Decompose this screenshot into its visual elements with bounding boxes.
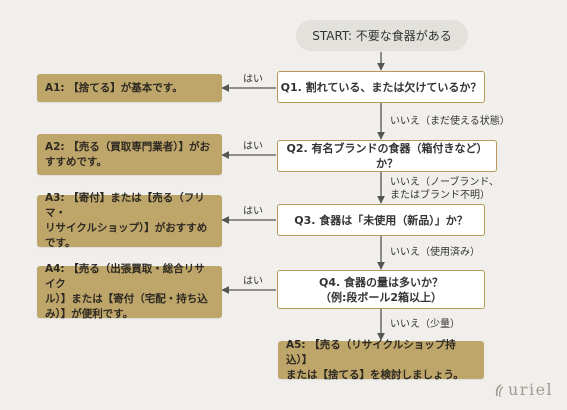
question-q1-text: Q1. 割れている、または欠けているか？ <box>280 80 482 94</box>
yes-label-q3: はい <box>243 206 263 217</box>
no-label-q3: いいえ（使用済み） <box>390 247 480 258</box>
answer-a2: A2: 【売る（買取専門業者）】がお すすめです。 <box>37 134 222 175</box>
question-q3: Q3. 食器は「未使用（新品）」か？ <box>277 204 485 236</box>
uriel-logo: uriel <box>494 380 553 399</box>
question-q1: Q1. 割れている、または欠けているか？ <box>277 71 485 103</box>
question-q2: Q2. 有名ブランドの食器（箱付きなど）か？ <box>277 140 497 172</box>
question-q4: Q4. 食器の量は多いか？ （例:段ボール2箱以上） <box>277 270 485 309</box>
no-label-q2: いいえ（ノーブランド、 またはブランド不明） <box>390 177 499 201</box>
answer-a2-text: A2: 【売る（買取専門業者）】がお すすめです。 <box>45 140 211 168</box>
answer-a1-text: A1: 【捨てる】が基本です。 <box>45 81 183 94</box>
start-node: START: 不要な食器がある <box>296 20 468 51</box>
yes-label-q4: はい <box>243 276 263 287</box>
yes-label-q2: はい <box>243 141 263 152</box>
answer-a3: A3: 【寄付】または【売る（フリマ・ リサイクルショップ）】がおすすめ です。 <box>37 192 222 249</box>
start-label: START: 不要な食器がある <box>312 29 452 43</box>
question-q2-text: Q2. 有名ブランドの食器（箱付きなど）か？ <box>286 142 488 170</box>
no-label-q4: いいえ（少量） <box>390 319 460 330</box>
answer-a1: A1: 【捨てる】が基本です。 <box>37 74 222 102</box>
answer-a4: A4: 【売る（出張買取・総合リサイク ル）】または【寄付（宅配・持ち込 み）】… <box>37 263 222 320</box>
uriel-logo-text: uriel <box>508 380 554 399</box>
question-q4-text: Q4. 食器の量は多いか？ （例:段ボール2箱以上） <box>318 275 443 304</box>
question-q3-text: Q3. 食器は「未使用（新品）」か？ <box>294 213 468 227</box>
answer-a3-text: A3: 【寄付】または【売る（フリマ・ リサイクルショップ）】がおすすめ です。 <box>45 192 208 249</box>
answer-a4-text: A4: 【売る（出張買取・総合リサイク ル）】または【寄付（宅配・持ち込 み）】… <box>45 263 208 320</box>
yes-label-q1: はい <box>243 74 263 85</box>
uriel-logo-mark-icon <box>494 383 504 397</box>
answer-a5-text: A5: 【売る（リサイクルショップ持込）】 または【捨てる】を検討しましょう。 <box>286 338 464 381</box>
no-label-q1: いいえ（まだ使える状態） <box>390 116 510 127</box>
answer-a5: A5: 【売る（リサイクルショップ持込）】 または【捨てる】を検討しましょう。 <box>278 339 484 381</box>
